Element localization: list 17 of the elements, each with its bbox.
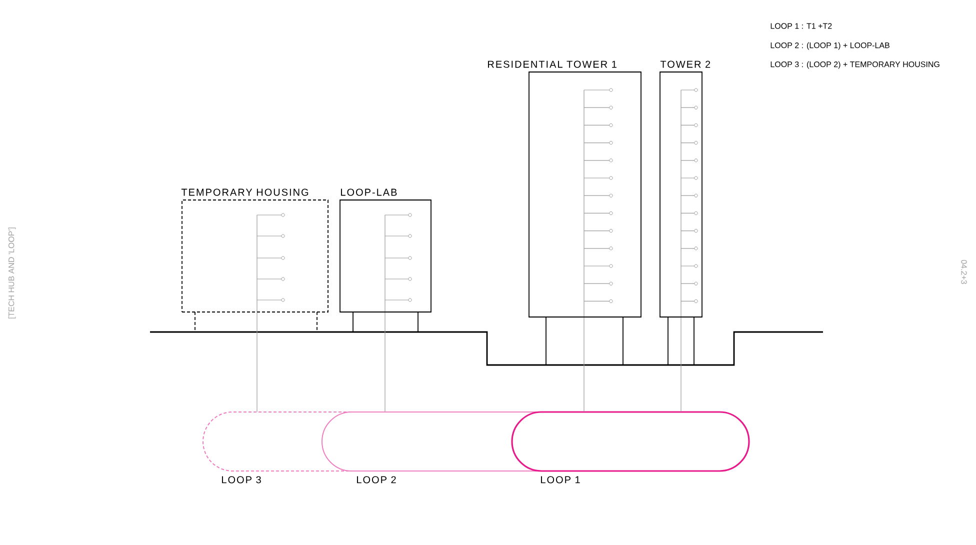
page-number: 04.2+3 [961, 260, 967, 284]
pipe-line [680, 317, 682, 412]
building: TOWER 2 [660, 60, 710, 318]
pipe-line [384, 312, 386, 412]
node-label: TOWER 2 [660, 60, 710, 68]
building: TEMPORARY HOUSING [181, 188, 328, 312]
note: LOOP 2 : (LOOP 1) + LOOP-LAB [770, 42, 890, 50]
node-label: LOOP-LAB [341, 188, 397, 196]
node-label: LOOP 1 [541, 476, 580, 484]
pipe-line [256, 312, 258, 412]
note: LOOP 3 : (LOOP 2) + TEMPORARY HOUSING [770, 61, 940, 69]
node-label: RESIDENTIAL TOWER 1 [488, 60, 616, 68]
building: LOOP-LAB [340, 188, 432, 312]
note: LOOP 1 : T1 +T2 [770, 23, 832, 29]
side-title: [TECH HUB AND 'LOOP'] [8, 228, 16, 318]
node-label: TEMPORARY HOUSING [181, 188, 308, 196]
building: RESIDENTIAL TOWER 1 [488, 60, 642, 318]
